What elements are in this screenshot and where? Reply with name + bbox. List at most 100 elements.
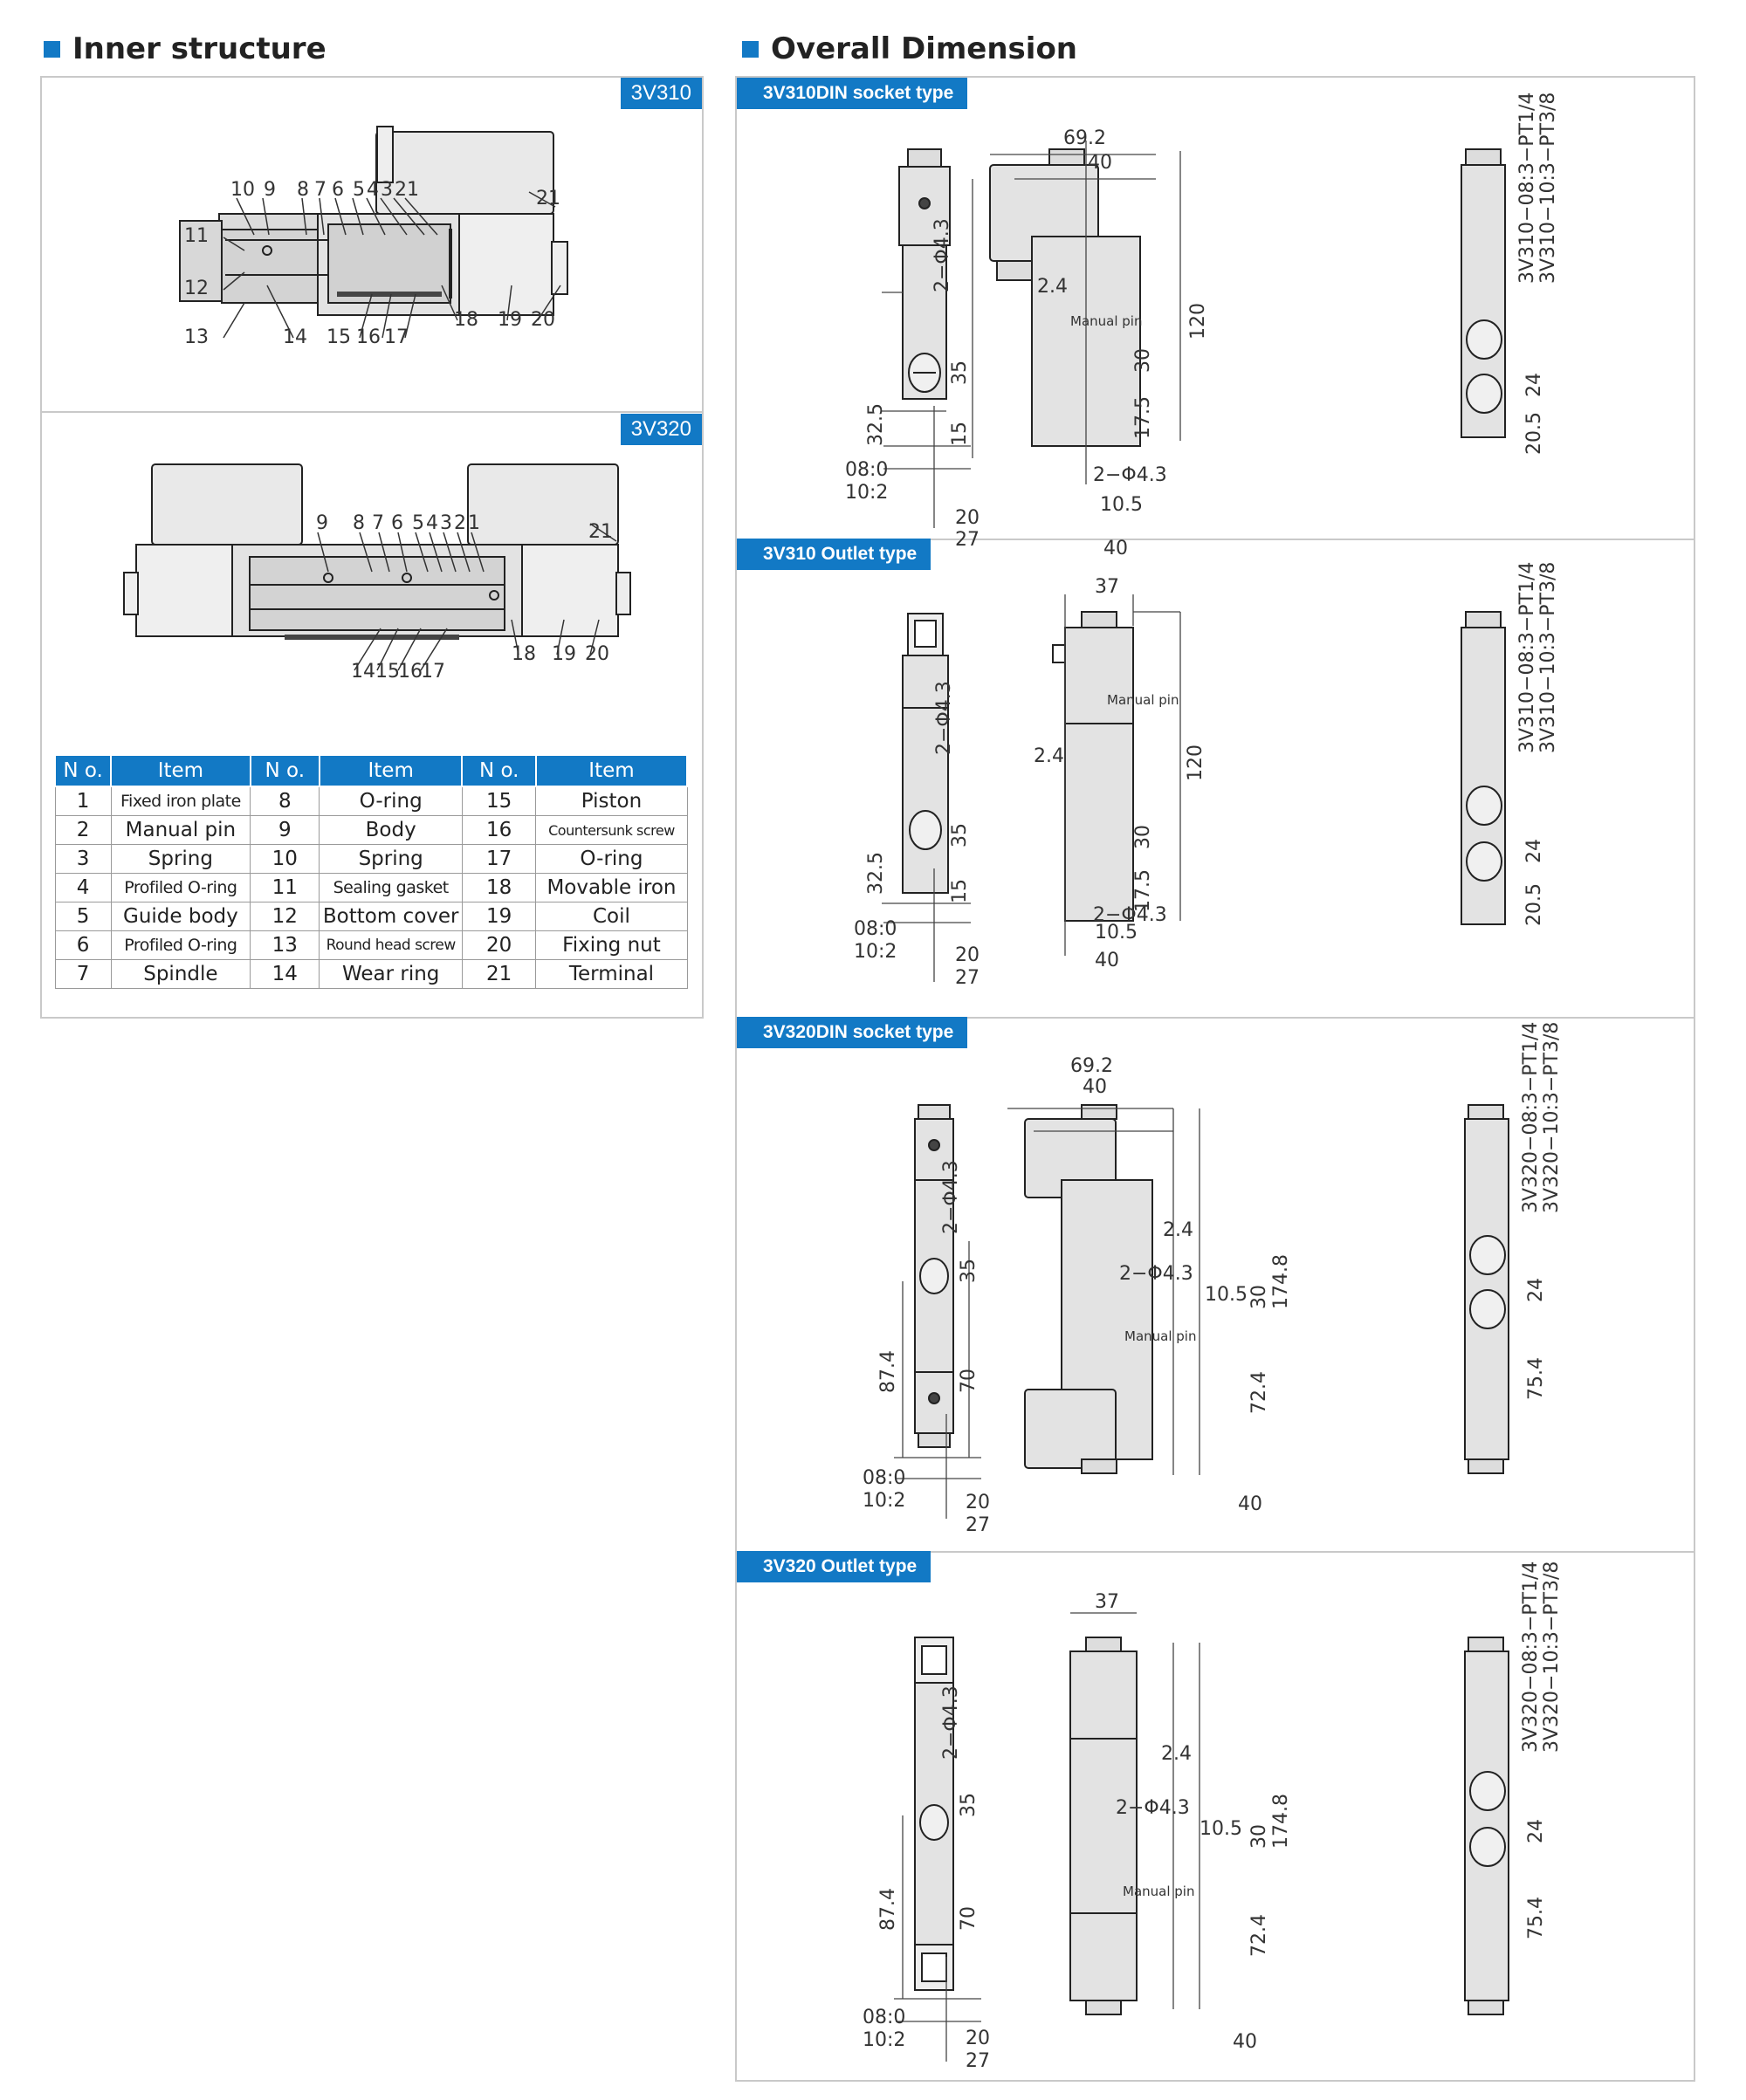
dim-2-4: 2.4 — [1163, 1219, 1193, 1241]
dim-174-8: 174.8 — [1270, 1794, 1292, 1849]
dim-27: 27 — [966, 2050, 990, 2072]
callout-5: 5 — [353, 179, 365, 201]
inner-structure-title: Inner structure — [72, 31, 327, 66]
part-item: Piston — [535, 786, 688, 816]
part-item: Spring — [319, 844, 463, 874]
coil — [458, 213, 554, 316]
col-header-item: Item — [318, 754, 464, 787]
part-no: 2 — [54, 815, 112, 845]
callout-6: 6 — [391, 512, 403, 534]
manual-pin-label: Manual pin — [1123, 1884, 1194, 1899]
part-no: 18 — [461, 873, 537, 902]
dim-72-4: 72.4 — [1248, 1914, 1270, 1957]
dim-35: 35 — [949, 360, 971, 385]
dim-75-4: 75.4 — [1525, 1357, 1547, 1400]
part-item: O-ring — [319, 786, 463, 816]
valve-body-side — [1064, 723, 1134, 922]
coil-bottom — [1069, 1912, 1138, 2001]
port-08: 08:0 — [863, 2007, 905, 2028]
part-no: 21 — [461, 959, 537, 989]
table-row: 2 Manual pin 9 Body 16 Countersunk screw — [54, 815, 688, 845]
callout-1: 1 — [407, 179, 419, 201]
dim-24: 24 — [1523, 373, 1545, 397]
label-3v310-outlet: 3V310 Outlet type — [737, 539, 931, 570]
port-spec-b: 3V310−10:3−PT3/8 — [1537, 562, 1559, 753]
callout-5: 5 — [412, 512, 424, 534]
dim-20: 20 — [966, 2028, 990, 2049]
dim-27: 27 — [966, 1514, 990, 1536]
col-header-no: N o. — [249, 754, 320, 787]
part-item: Spindle — [110, 959, 251, 989]
drawing-3v310-outlet: 37 2.4 10.5 40 2−Φ4.3 20 27 08:0 10:2 2−… — [854, 562, 1559, 989]
panel-divider — [737, 539, 1694, 540]
callout-16: 16 — [356, 326, 381, 348]
dim-15: 15 — [949, 422, 971, 446]
coil-body — [902, 655, 949, 709]
dim-35: 35 — [949, 823, 971, 848]
callout-20: 20 — [531, 309, 555, 331]
callout-20: 20 — [585, 643, 609, 665]
callout-4: 4 — [367, 179, 379, 201]
part-item: Manual pin — [110, 815, 251, 845]
callout-11: 11 — [184, 225, 209, 247]
cross-section-3v310: 10 9 8 7 6 5 4 3 2 1 11 12 13 14 15 16 1… — [179, 126, 568, 348]
part-item: Countersunk screw — [535, 815, 688, 845]
port-10: 10:2 — [863, 2029, 905, 2051]
dim-24: 24 — [1525, 1278, 1547, 1302]
callout-14: 14 — [283, 326, 307, 348]
dim-2-4: 2.4 — [1161, 1743, 1192, 1765]
dim-27: 27 — [955, 967, 980, 989]
part-item: O-ring — [535, 844, 688, 874]
dim-20: 20 — [955, 507, 980, 529]
callout-10: 10 — [230, 179, 255, 201]
dim-37: 37 — [1095, 1591, 1119, 1613]
part-item: Wear ring — [319, 959, 463, 989]
drawing-3v320-outlet: 37 2.4 2−Φ4.3 10.5 40 20 27 08:0 10:2 2−… — [863, 1561, 1563, 2072]
callout-2: 2 — [454, 512, 466, 534]
callout-7: 7 — [372, 512, 384, 534]
callout-15: 15 — [375, 661, 400, 683]
valve-body-rear — [1464, 1650, 1509, 2001]
port-10: 10:2 — [863, 1490, 905, 1512]
manual-pin-label: Manual pin — [1070, 313, 1142, 329]
holes-spec-front: 2−Φ4.3 — [933, 681, 955, 755]
dim-87-4: 87.4 — [877, 1350, 899, 1393]
part-no: 11 — [250, 873, 320, 902]
callout-18: 18 — [454, 309, 478, 331]
callout-3: 3 — [381, 179, 393, 201]
blue-square-icon — [742, 40, 759, 58]
dim-40-bottom: 40 — [1238, 1493, 1262, 1515]
model-tag-3v320: 3V320 — [620, 414, 702, 445]
valve-body-rear — [1464, 1118, 1509, 1460]
table-row: 4 Profiled O-ring 11 Sealing gasket 18 M… — [54, 873, 688, 902]
terminal-box-left — [151, 463, 303, 546]
coil-side — [1064, 627, 1134, 724]
part-item: Body — [319, 815, 463, 845]
port-08: 08:0 — [863, 1467, 905, 1489]
panel-divider — [737, 1017, 1694, 1019]
port-spec-a: 3V310−08:3−PT1/4 — [1516, 93, 1538, 284]
callout-9: 9 — [316, 512, 328, 534]
dim-20: 20 — [955, 944, 980, 966]
valve-body-side — [1069, 1738, 1138, 1914]
part-item: Sealing gasket — [319, 873, 463, 902]
callout-9: 9 — [264, 179, 276, 201]
inner-structure-heading: Inner structure — [44, 31, 327, 66]
dim-40: 40 — [1088, 152, 1112, 174]
part-no: 10 — [250, 844, 320, 874]
callout-17: 17 — [384, 326, 409, 348]
part-item: Terminal — [535, 959, 688, 989]
callout-12: 12 — [184, 278, 209, 299]
din-connector-bottom — [1024, 1389, 1117, 1469]
coil-right — [521, 544, 619, 637]
port-spec-a: 3V320−08:3−PT1/4 — [1520, 1561, 1542, 1753]
part-item: Profiled O-ring — [110, 873, 251, 902]
cross-section-3v320: 9 8 7 6 5 4 3 2 1 21 14 15 16 17 18 19 2… — [123, 463, 631, 683]
part-item: Coil — [535, 902, 688, 931]
part-item: Spring — [110, 844, 251, 874]
dim-35: 35 — [958, 1259, 980, 1283]
table-row: 1 Fixed iron plate 8 O-ring 15 Piston — [54, 786, 688, 816]
part-no: 13 — [250, 930, 320, 960]
part-no: 17 — [461, 844, 537, 874]
part-no: 7 — [54, 959, 112, 989]
